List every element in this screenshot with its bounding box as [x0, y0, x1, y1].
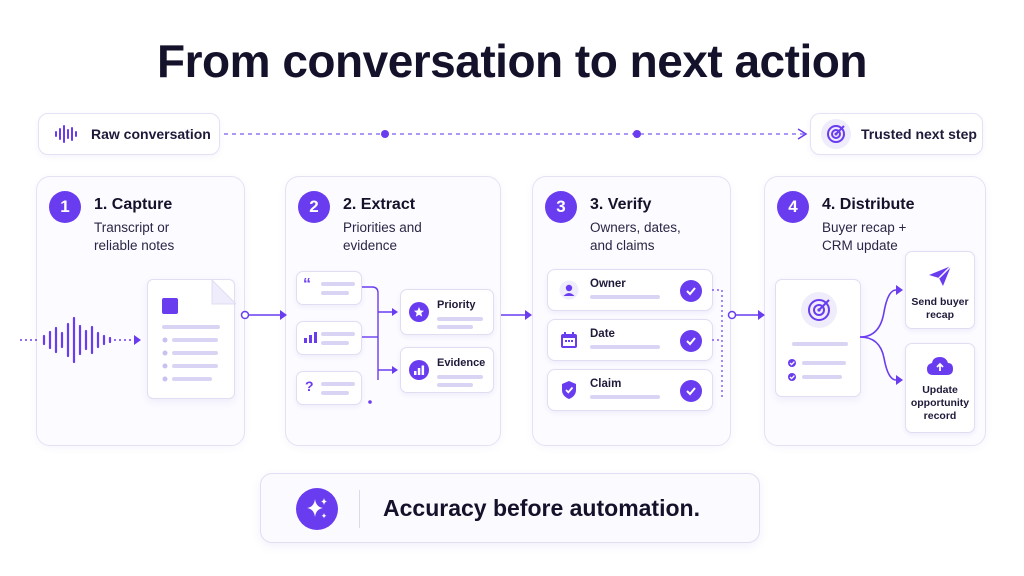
- evidence-label: Evidence: [437, 357, 486, 369]
- step-number: 1: [49, 191, 81, 223]
- check-icon: [680, 280, 702, 302]
- star-icon: [409, 302, 429, 322]
- verify-row-date: Date: [547, 319, 713, 361]
- step-number: 4: [777, 191, 809, 223]
- document-icon: [147, 278, 238, 399]
- verify-row-owner: Owner: [547, 269, 713, 311]
- quote-icon: “: [303, 276, 311, 293]
- chart-icon: [409, 360, 429, 380]
- target-icon: [821, 119, 851, 149]
- send-icon: [929, 265, 952, 286]
- step-subtitle-line: Priorities and: [343, 220, 422, 235]
- update-opportunity-card: Update opportunity record: [905, 343, 975, 433]
- step-subtitle: Priorities and evidence: [343, 219, 493, 255]
- step-subtitle: Transcript or reliable notes: [94, 219, 244, 255]
- banner-text: Accuracy before automation.: [383, 495, 700, 521]
- verify-row-claim: Claim: [547, 369, 713, 411]
- chart-icon: [304, 332, 317, 343]
- raw-conversation-label: Raw conversation: [91, 126, 211, 142]
- step-subtitle-line: Buyer recap +: [822, 220, 907, 235]
- page-title: From conversation to next action: [157, 35, 867, 87]
- output-label-line: Update: [922, 384, 958, 396]
- priority-card: Priority: [400, 289, 494, 335]
- target-icon: [808, 299, 830, 321]
- evidence-card: Evidence: [400, 347, 494, 393]
- user-icon: [559, 280, 579, 300]
- step-card-verify: 3 3. Verify Owners, dates, and claims Ow…: [532, 176, 731, 446]
- step-subtitle-line: evidence: [343, 238, 398, 253]
- step-card-extract: 2 2. Extract Priorities and evidence “ ?…: [285, 176, 501, 446]
- step-card-capture: 1 1. Capture Transcript or reliable note…: [36, 176, 245, 446]
- check-icon: [680, 380, 702, 402]
- quote-snippet-card: “: [296, 271, 362, 305]
- step-subtitle-line: and claims: [590, 238, 655, 253]
- step-title: 4. Distribute: [822, 196, 915, 213]
- check-icon: [680, 330, 702, 352]
- accuracy-banner: Accuracy before automation.: [260, 473, 760, 543]
- step-subtitle-line: reliable notes: [94, 238, 175, 253]
- output-label-line: Send buyer: [911, 296, 969, 308]
- step-subtitle-line: CRM update: [822, 238, 898, 253]
- step-subtitle-line: Transcript or: [94, 220, 170, 235]
- step-title: 3. Verify: [590, 196, 652, 213]
- question-snippet-card: ?: [296, 371, 362, 405]
- step-number: 3: [545, 191, 577, 223]
- priority-label: Priority: [437, 299, 476, 311]
- waveform-icon: [51, 119, 81, 149]
- step-card-distribute: 4 4. Distribute Buyer recap + CRM update…: [764, 176, 986, 446]
- verify-label: Owner: [590, 278, 626, 290]
- cloud-upload-icon: [927, 357, 953, 375]
- raw-conversation-pill: Raw conversation: [38, 113, 220, 155]
- sparkle-icon: [296, 488, 338, 530]
- step-number: 2: [298, 191, 330, 223]
- output-label-line: recap: [925, 309, 955, 321]
- output-label-line: opportunity: [910, 397, 970, 409]
- trusted-next-step-pill: Trusted next step: [810, 113, 983, 155]
- step-title: 2. Extract: [343, 196, 416, 213]
- output-label-line: record: [923, 410, 957, 422]
- calendar-icon: [561, 332, 577, 348]
- trusted-next-step-label: Trusted next step: [861, 126, 977, 142]
- send-buyer-recap-card: Send buyer recap: [905, 251, 975, 329]
- verify-label: Date: [590, 328, 615, 340]
- step-subtitle: Owners, dates, and claims: [590, 219, 740, 255]
- question-icon: ?: [305, 378, 314, 394]
- verified-summary-card: [775, 279, 861, 397]
- banner-divider: [359, 490, 360, 528]
- chart-snippet-card: [296, 321, 362, 355]
- verify-label: Claim: [590, 378, 622, 390]
- step-subtitle-line: Owners, dates,: [590, 220, 681, 235]
- step-title: 1. Capture: [94, 196, 173, 213]
- shield-icon: [562, 381, 576, 399]
- step-subtitle: Buyer recap + CRM update: [822, 219, 972, 255]
